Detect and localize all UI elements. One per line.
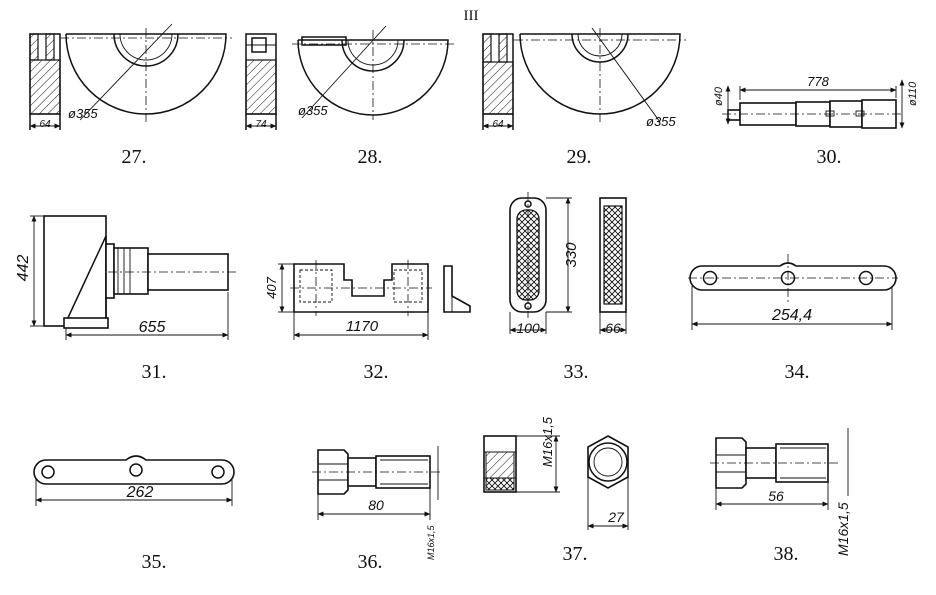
fig38-dim-thread: M16x1,5 xyxy=(835,502,851,556)
fig34-link-bar xyxy=(688,254,898,302)
fig32-base-plate xyxy=(290,260,432,316)
fig31-dim-length: 655 xyxy=(139,319,166,336)
fig32-side-bracket xyxy=(443,265,471,313)
fig34-caption: 34. xyxy=(785,361,810,383)
fig29-dim-width: 64 xyxy=(492,119,504,130)
fig31-dim-height: 442 xyxy=(15,255,32,282)
fig37-nut-hex xyxy=(587,435,629,530)
fig38-caption: 38. xyxy=(774,543,799,565)
fig30-dim-length: 778 xyxy=(807,74,829,89)
fig33-dim-height: 330 xyxy=(563,242,580,268)
fig29-caption: 29. xyxy=(567,146,592,168)
fig33-front-view xyxy=(509,192,547,318)
fig30-dim-large-diameter: ø110 xyxy=(907,81,919,106)
fig27-dim-width: 64 xyxy=(39,119,51,130)
figure-33: 330 100 66 33. xyxy=(509,192,627,383)
fig36-dim-thread: M16x1,5 xyxy=(426,524,436,560)
fig37-nut-section xyxy=(483,435,560,493)
fig28-dim-diameter: ø355 xyxy=(298,103,328,118)
fig35-caption: 35. xyxy=(142,551,167,573)
figure-30: 778 ø40 ø110 30. xyxy=(713,74,919,168)
fig37-caption: 37. xyxy=(563,543,588,565)
figure-27: 64 ø355 27. xyxy=(29,23,232,168)
fig30-caption: 30. xyxy=(817,146,842,168)
fig36-bolt xyxy=(312,449,440,495)
fig34-dim-length: 254,4 xyxy=(771,307,812,324)
sheet-numeral: III xyxy=(464,8,479,24)
fig33-dim-width: 100 xyxy=(516,320,540,336)
fig38-bolt xyxy=(710,437,838,489)
fig33-dim-thickness: 66 xyxy=(605,320,621,336)
fig33-side-view xyxy=(599,197,627,313)
fig35-dim-length: 262 xyxy=(126,484,154,501)
fig27-semicircle xyxy=(60,23,232,122)
figure-29: 64 ø355 29. xyxy=(482,27,686,168)
fig32-caption: 32. xyxy=(364,361,389,383)
fig27-caption: 27. xyxy=(122,146,147,168)
fig35-link-bar xyxy=(33,455,235,485)
fig28-side-section xyxy=(245,33,277,130)
fig28-caption: 28. xyxy=(358,146,383,168)
fig29-dim-diameter: ø355 xyxy=(646,114,676,129)
fig33-caption: 33. xyxy=(564,361,589,383)
fig29-side-section xyxy=(482,33,514,130)
fig38-dim-length: 56 xyxy=(768,488,784,504)
fig36-dim-length: 80 xyxy=(368,497,384,513)
figure-38: 56 M16x1,5 38. xyxy=(710,428,851,565)
fig29-semicircle xyxy=(514,27,686,123)
fig36-caption: 36. xyxy=(358,551,383,573)
fig31-caption: 31. xyxy=(142,361,167,383)
fig31-bracket-shaft xyxy=(43,215,236,329)
fig27-side-section xyxy=(29,33,61,130)
fig37-dim-across-flats: 27 xyxy=(607,509,625,525)
fig27-dim-diameter: ø355 xyxy=(68,106,98,121)
figure-35: 262 35. xyxy=(33,455,235,573)
figure-31: 442 655 31. xyxy=(15,215,236,383)
figure-34: 254,4 34. xyxy=(688,254,898,383)
figure-32: 407 1170 32. xyxy=(264,260,471,383)
figure-28: 74 ø355 28. xyxy=(245,25,454,168)
fig32-dim-height: 407 xyxy=(264,276,279,298)
fig28-semicircle xyxy=(292,25,454,120)
fig30-shaft xyxy=(722,99,904,129)
figure-37: M16x1,5 27 37. xyxy=(483,416,629,565)
fig32-dim-length: 1170 xyxy=(346,318,379,335)
fig30-dim-small-diameter: ø40 xyxy=(713,86,725,106)
fig37-dim-thread: M16x1,5 xyxy=(540,416,555,467)
figure-36: 80 M16x1,5 36. xyxy=(312,446,440,573)
fig28-dim-width: 74 xyxy=(255,119,267,130)
